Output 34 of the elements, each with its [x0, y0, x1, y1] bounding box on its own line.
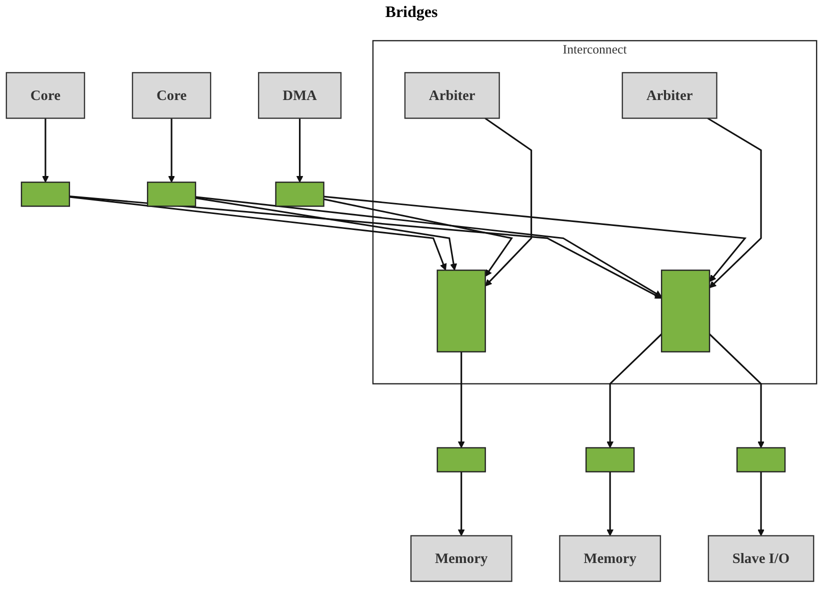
arrow	[758, 472, 765, 536]
node-box: Arbiter	[404, 72, 500, 119]
arrow	[168, 118, 176, 183]
node-box	[436, 447, 486, 472]
node-box: Memory	[559, 535, 662, 582]
arrow	[324, 198, 514, 277]
node-bar	[436, 270, 486, 352]
arrow	[606, 472, 614, 536]
node-box	[275, 182, 324, 207]
node-box: Core	[6, 72, 86, 119]
node-box	[146, 182, 196, 207]
node-box	[20, 182, 70, 207]
node-box: Slave I/O	[708, 535, 814, 582]
node-box	[736, 447, 786, 472]
arrow	[195, 197, 458, 271]
arrow	[707, 118, 762, 288]
arrow	[458, 472, 465, 536]
node-box: Arbiter	[622, 72, 718, 119]
node-box	[585, 447, 635, 472]
node-bar	[660, 270, 710, 352]
arrow	[458, 352, 465, 448]
arrow	[708, 334, 765, 448]
arrow	[484, 118, 532, 286]
node-box: Core	[132, 72, 212, 119]
node-box: Memory	[410, 535, 512, 582]
arrow	[42, 118, 49, 183]
arrow	[606, 334, 662, 448]
arrow	[324, 196, 747, 282]
arrow	[296, 118, 304, 183]
arrow	[69, 196, 662, 299]
node-box: DMA	[258, 72, 342, 119]
bridges-label: Bridges	[385, 4, 438, 21]
arrow	[195, 196, 662, 298]
arrow	[69, 196, 447, 271]
